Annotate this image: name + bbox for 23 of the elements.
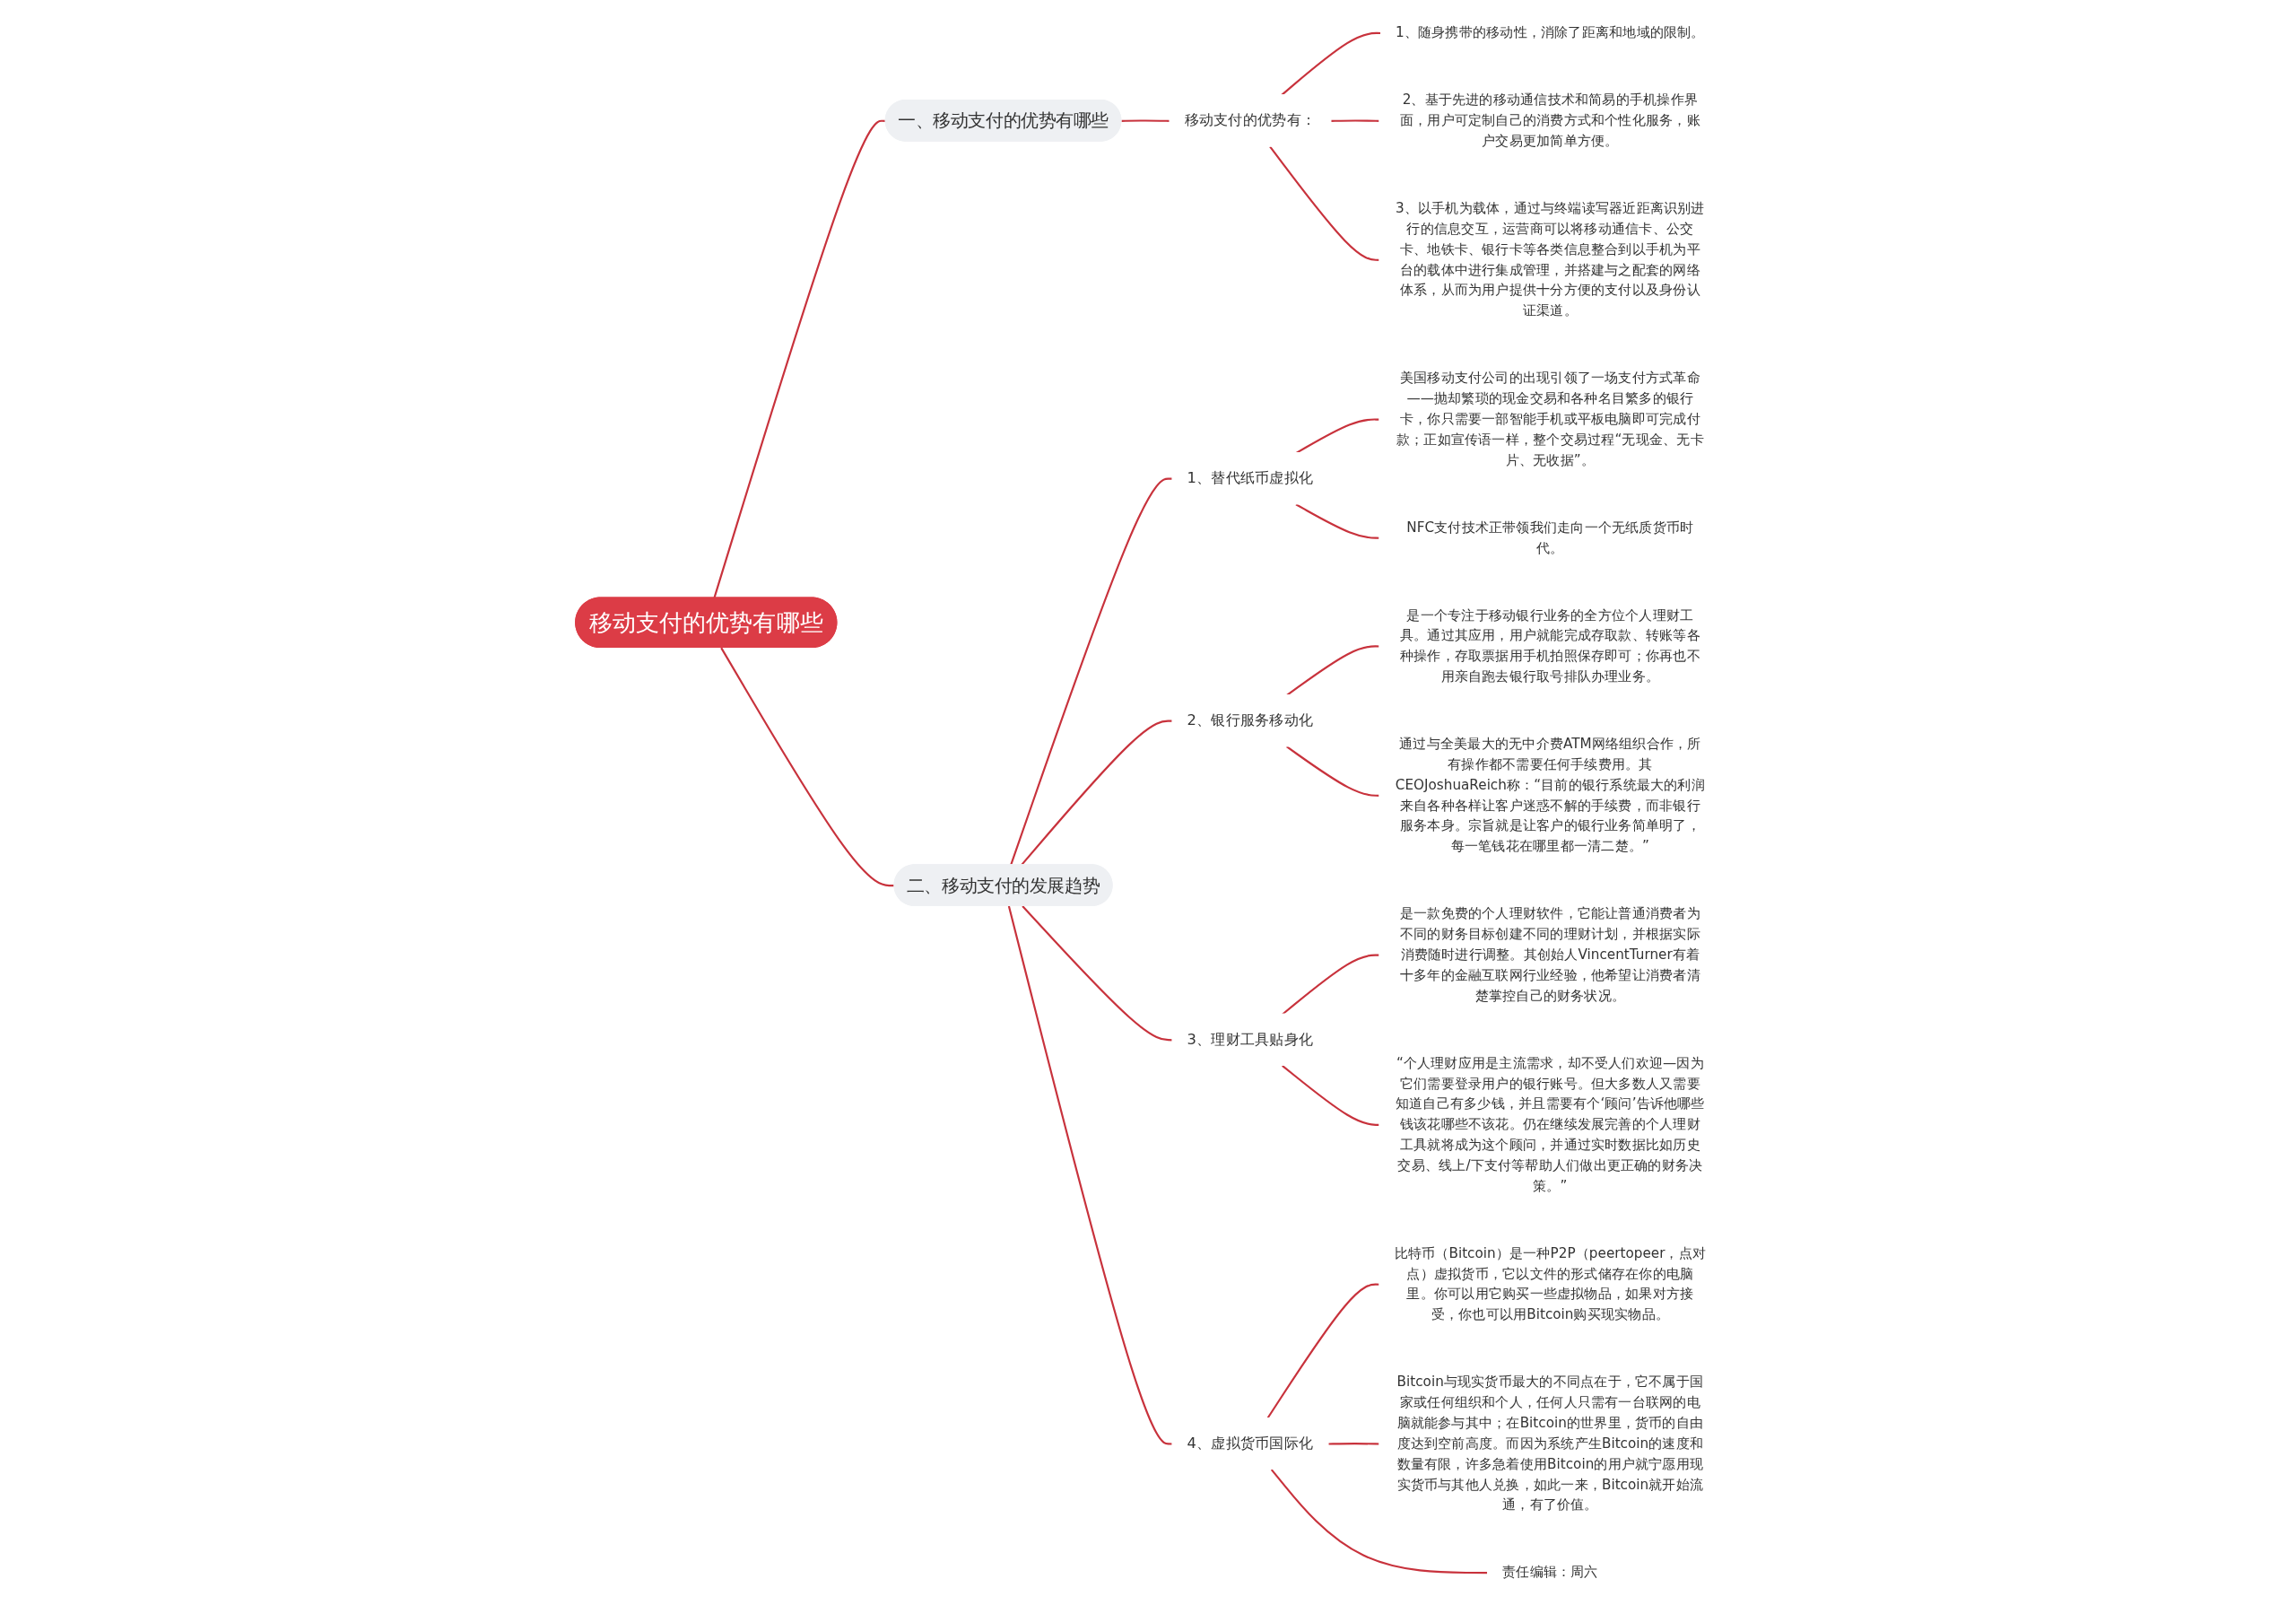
connector <box>1009 477 1173 866</box>
node-text: 2、银行服务移动化 <box>1187 711 1314 729</box>
connector <box>713 119 886 598</box>
node-text: 3、以手机为载体，通过与终端读写器近距离识别进行的信息交互，运营商可以将移动通信卡、公交卡、地铁卡、银行卡等各类信息整合到以手机为平台的载体中进行集成管理，并搭建与之配套的网络体系，从而为用户提供十分方便的支付以及身份认证渠道。 <box>1395 199 1705 318</box>
node-text: 通过与全美最大的无中介费ATM网络组织合作，所有操作都不需要任何手续费用。其CEOJoshuaReich称：“目前的银行系统最大的利润来自各种各样让客户迷惑不解的手续费，而非银行服务本身。宗旨就是让客户的银行业务简单明了，每一笔钱花在哪里都一清二楚。” <box>1395 736 1705 854</box>
node-text: 比特币（Bitcoin）是一种P2P（peertopeer，点对点）虚拟货币，它以文件的形式储存在你的电脑里。你可以用它购买一些虚拟物品，如果对方接受，你也可以用Bitcoin购买现实物品。 <box>1394 1244 1706 1322</box>
connector <box>720 647 895 887</box>
node-text: 4、虚拟货币国际化 <box>1187 1434 1314 1452</box>
node-text: 1、随身携带的移动性，消除了距离和地域的限制。 <box>1395 24 1705 40</box>
node-text: 2、基于先进的移动通信技术和简易的手机操作界面，用户可定制自己的消费方式和个性化服务，账户交易更加简单方便。 <box>1399 92 1700 149</box>
node-text: 是一个专注于移动银行业务的全方位个人理财工具。通过其应用，用户就能完成存取款、转账等各种操作，存取票据用手机拍照保存即可；你再也不用亲自跑去银行取号排队办理业务。 <box>1399 606 1700 685</box>
node-text: 1、替代纸币虚拟化 <box>1187 469 1314 487</box>
connector <box>1022 905 1173 1042</box>
node-text: 3、理财工具贴身化 <box>1187 1030 1314 1049</box>
node-text: 移动支付的优势有： <box>1184 111 1317 129</box>
node-text: 责任编辑：周六 <box>1501 1564 1598 1580</box>
node-text: NFC支付技术正带领我们走向一个无纸质货币时代。 <box>1406 519 1694 555</box>
node-text: “个人理财应用是主流需求，却不受人们欢迎—因为它们需要登录用户的银行账号。但大多数人又需要知道自己有多少钱，并且需要有个‘顾问’告诉他哪些钱该花哪些不该花。仍在继续发展完善的个人理财工具就将成为这个顾问，并通过实时数据比如历史交易、线上/下支付等帮助人们做出更正确的财务决策。” <box>1395 1054 1705 1194</box>
connector <box>1121 119 1170 122</box>
node-text: 美国移动支付公司的出现引领了一场支付方式革命——抛却繁琐的现金交易和各种名目繁多的银行卡，你只需要一部智能手机或平板电脑即可完成付款；正如宣传语一样，整个交易过程“无现金、无卡片、无收据”。 <box>1396 370 1704 467</box>
connector <box>1007 905 1173 1445</box>
node-text: Bitcoin与现实货币最大的不同点在于，它不属于国家或任何组织和个人，任何人只需有一台联网的电脑就能参与其中；在Bitcoin的世界里，货币的自由度达到空前高度。而因为系统产生Bitcoin的速度和数量有限，许多急着使用Bitcoin的用户就宁愿用现实货币与其他人兑换，如此一来，Bitcoin就开始流通，有了价值。 <box>1396 1374 1703 1513</box>
node-text: 是一款免费的个人理财软件，它能让普通消费者为不同的财务目标创建不同的理财计划，并根据实际消费随时进行调整。其创始人VincentTurner有着十多年的金融互联网行业经验，他希望让消费者清楚掌控自己的财务状况。 <box>1399 905 1700 1003</box>
